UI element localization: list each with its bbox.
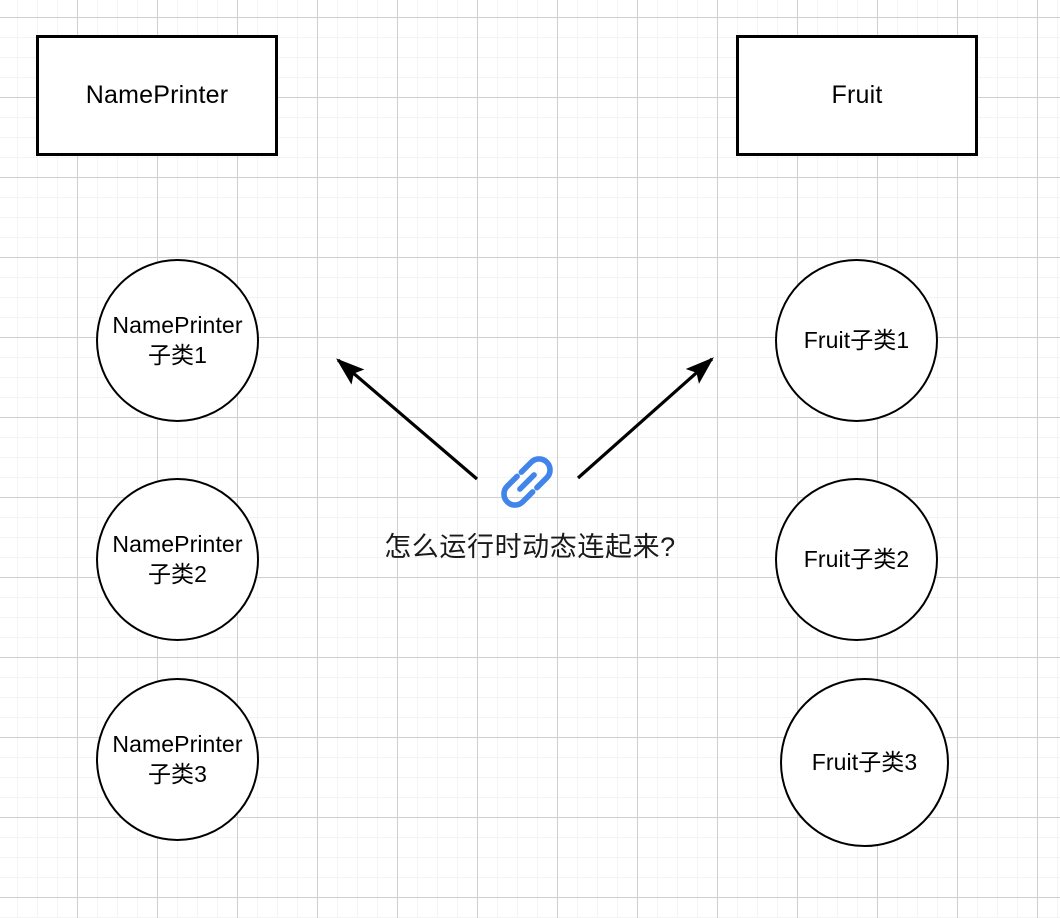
node-circle-nameprinter-sub2-label: NamePrinter 子类2 [112,531,243,587]
node-box-fruit-label: Fruit [831,80,883,109]
node-circle-nameprinter-sub3-label: NamePrinter 子类3 [112,731,243,787]
arrow-to-left [336,358,479,481]
link-icon [501,456,553,508]
node-circle-fruit-sub2[interactable]: Fruit子类2 [775,478,938,641]
center-question-text: 怎么运行时动态连起来? [384,532,676,562]
node-circle-fruit-sub3-label: Fruit子类3 [811,748,918,775]
node-circle-fruit-sub2-label: Fruit子类2 [803,545,910,572]
node-box-nameprinter-label: NamePrinter [85,80,229,109]
node-box-nameprinter[interactable]: NamePrinter [36,35,278,156]
arrow-to-right [576,357,714,480]
node-circle-nameprinter-sub1[interactable]: NamePrinter 子类1 [96,259,259,422]
node-circle-nameprinter-sub3[interactable]: NamePrinter 子类3 [96,678,259,841]
node-circle-fruit-sub1-label: Fruit子类1 [803,326,910,353]
node-circle-fruit-sub3[interactable]: Fruit子类3 [780,678,949,847]
node-circle-nameprinter-sub1-label: NamePrinter 子类1 [112,312,243,368]
node-circle-nameprinter-sub2[interactable]: NamePrinter 子类2 [96,478,259,641]
node-box-fruit[interactable]: Fruit [736,35,978,156]
node-circle-fruit-sub1[interactable]: Fruit子类1 [775,259,938,422]
